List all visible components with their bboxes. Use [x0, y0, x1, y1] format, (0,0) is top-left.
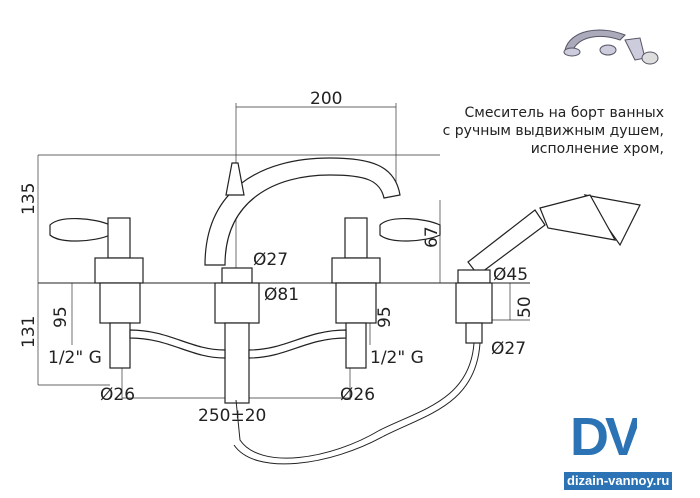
dim-height-below: 131	[19, 316, 39, 348]
dim-shower-hose-diam: Ø27	[491, 339, 526, 359]
dim-spout-height: 67	[422, 226, 442, 248]
dim-spout-reach: 200	[310, 89, 342, 109]
dim-thread-right: 1/2" G	[370, 348, 424, 368]
dim-pipe-left: Ø26	[100, 385, 135, 405]
hand-shower	[233, 194, 641, 465]
dim-shower-base-diam: Ø45	[493, 265, 528, 285]
dim-height-total: 135	[19, 183, 39, 215]
left-pipe	[129, 329, 226, 359]
dim-thread-left: 1/2" G	[48, 348, 102, 368]
site-logo[interactable]: DV dizain-vannoy.ru	[562, 408, 692, 496]
dim-base-diam: Ø81	[264, 285, 299, 305]
logo-url[interactable]: dizain-vannoy.ru	[564, 472, 673, 490]
right-valve	[331, 217, 441, 369]
dim-right-shank: 95	[375, 306, 395, 328]
dim-shower-shank: 50	[515, 296, 535, 318]
description-line: исполнение хром,	[530, 141, 664, 157]
dim-pipe-right: Ø26	[340, 385, 375, 405]
description-line: с ручным выдвижным душем,	[442, 123, 664, 139]
dim-spout-base-diam: Ø27	[253, 250, 288, 270]
spout	[204, 157, 401, 404]
description-line: Смеситель на борт ванных	[464, 105, 664, 121]
right-pipe	[248, 329, 347, 359]
left-valve	[49, 217, 144, 369]
product-description: Смеситель на борт ванных с ручным выдвиж…	[443, 104, 664, 158]
dim-left-shank: 95	[51, 306, 71, 328]
logo-mark: DV	[570, 408, 638, 466]
dim-spacing: 250±20	[198, 406, 266, 426]
product-thumbnail	[563, 29, 659, 65]
shower-hose	[235, 342, 475, 459]
